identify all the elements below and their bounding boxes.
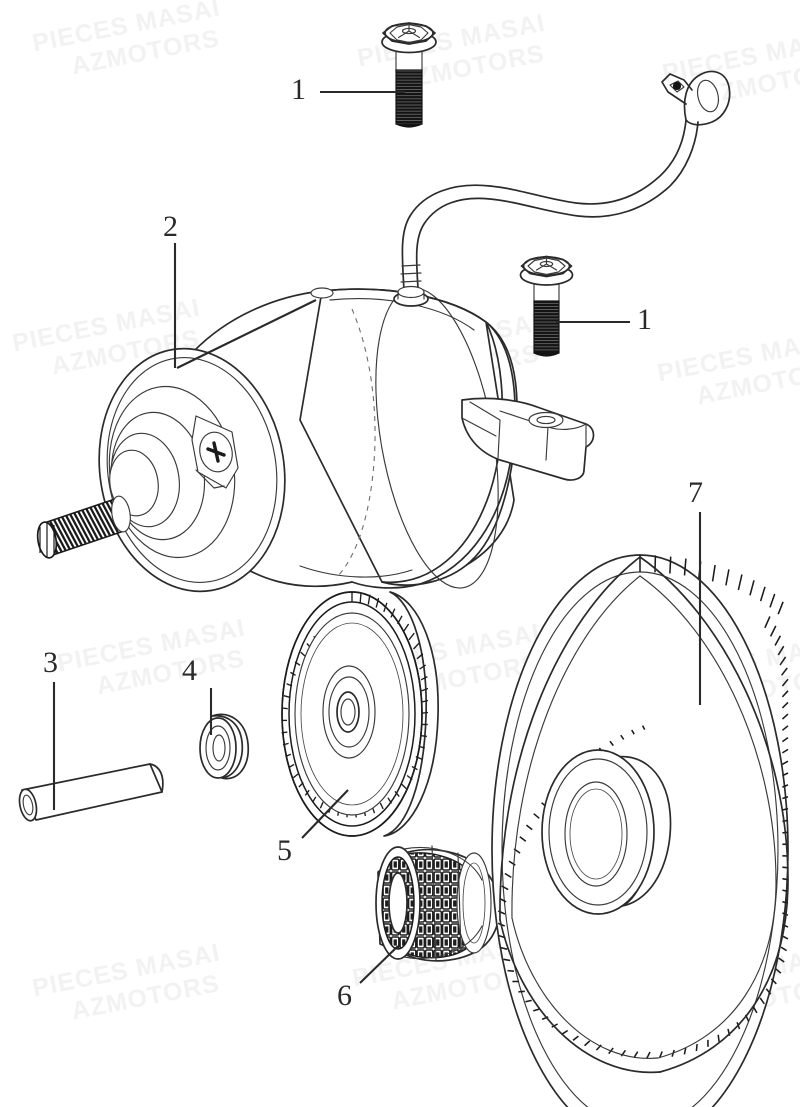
callout-1-right: 1 [637, 303, 652, 336]
callout-7: 7 [688, 476, 703, 509]
starter-mounting-flange [461, 397, 595, 481]
part-4-thrust-washer [199, 713, 249, 780]
part-1-flange-bolt-top [381, 22, 437, 128]
callout-3: 3 [43, 646, 58, 679]
callout-leader-lines [52, 90, 702, 984]
part-2-starter-motor [36, 285, 595, 593]
starter-end-cap [36, 347, 286, 593]
callout-2-pointer [176, 299, 317, 369]
starter-terminal-boss [393, 285, 429, 307]
starter-body-stud [310, 287, 334, 299]
part-3-idler-shaft-pin [18, 763, 164, 822]
callout-2: 2 [163, 210, 178, 243]
ring-gear-hub-collar [541, 749, 672, 915]
callout-5: 5 [277, 834, 292, 867]
callout-6-leader [359, 945, 399, 984]
starter-cable-with-ring-terminal [400, 70, 731, 300]
callout-4: 4 [182, 654, 197, 687]
part-7-driven-ring-gear [491, 554, 789, 1107]
starter-output-splined-shaft [36, 495, 131, 559]
idler-gear-tooth-ticks [281, 592, 429, 818]
part-1-flange-bolt-right [519, 255, 574, 357]
callout-5-leader [301, 789, 349, 839]
callout-6: 6 [337, 979, 352, 1012]
part-6-needle-roller-bearing [375, 845, 501, 962]
callout-1-top: 1 [291, 73, 306, 106]
part-5-starter-idler-gear [281, 591, 439, 837]
